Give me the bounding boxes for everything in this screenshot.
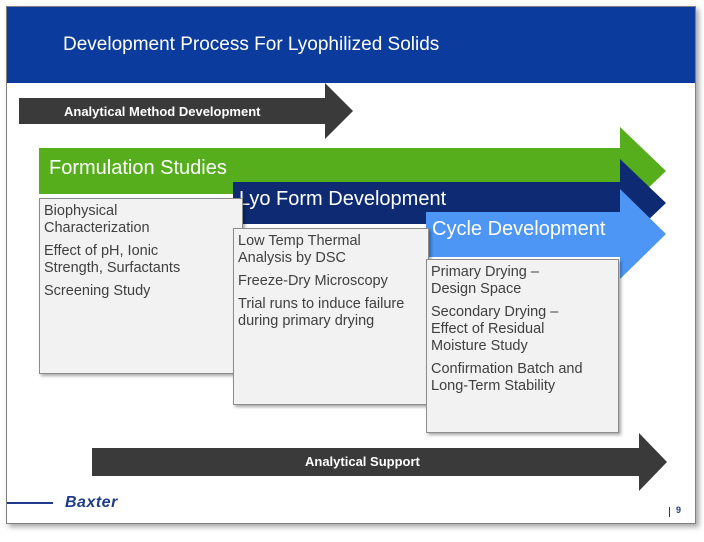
- list-item: Low Temp Thermal Analysis by DSC: [238, 233, 361, 266]
- slide-title: Development Process For Lyophilized Soli…: [63, 34, 440, 55]
- list-item: Screening Study: [44, 283, 151, 299]
- lyo-form-arrow: [233, 159, 666, 247]
- list-item: Secondary Drying – Effect of Residual Mo…: [431, 304, 559, 354]
- analytical-method-arrow: [19, 83, 353, 139]
- page-separator: [669, 507, 670, 517]
- formulation-box: Biophysical Characterization Effect of p…: [39, 198, 243, 374]
- process-shapes: [19, 83, 667, 491]
- list-item: Trial runs to induce failure during prim…: [238, 296, 405, 329]
- list-item: Freeze-Dry Microscopy: [238, 273, 388, 289]
- list-item: Confirmation Batch and Long-Term Stabili…: [431, 361, 583, 394]
- analytical-method-label: Analytical Method Development: [64, 104, 261, 119]
- list-item: Biophysical Characterization: [44, 203, 150, 236]
- formulation-title: Formulation Studies: [49, 157, 227, 179]
- cycle-development-arrow: [426, 189, 666, 279]
- analytical-support-arrow: [92, 433, 667, 491]
- baxter-logo: Baxter: [65, 494, 118, 511]
- list-item: Primary Drying – Design Space: [431, 264, 539, 297]
- footer-rule: [7, 502, 53, 504]
- analytical-support-label: Analytical Support: [305, 454, 420, 469]
- slide: Development Process For Lyophilized Soli…: [6, 6, 696, 524]
- lyo-form-title: Lyo Form Development: [239, 188, 447, 210]
- cycle-development-box: Primary Drying – Design Space Secondary …: [426, 259, 619, 433]
- cycle-development-title: Cycle Development: [432, 218, 606, 240]
- list-item: Effect of pH, Ionic Strength, Surfactant…: [44, 243, 181, 276]
- title-bar: Development Process For Lyophilized Soli…: [7, 7, 695, 83]
- page-number: 9: [676, 505, 682, 515]
- lyo-form-box: Low Temp Thermal Analysis by DSC Freeze-…: [233, 228, 429, 405]
